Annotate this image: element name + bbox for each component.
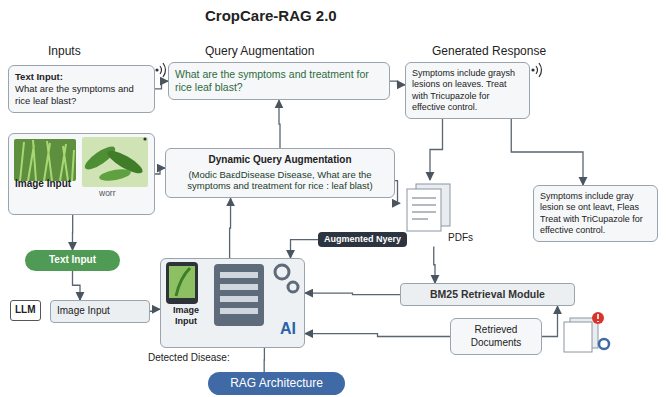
llm-badge: LLM — [10, 300, 41, 321]
flow-connector — [73, 271, 81, 301]
status-label: Detected Disease: — [148, 352, 230, 363]
phone-input: Image Input — [163, 261, 209, 328]
photo-ground — [14, 139, 76, 181]
alert-mark — [597, 314, 599, 322]
panel-fill — [8, 133, 155, 215]
flow-connector — [395, 181, 400, 204]
speaker-dot — [155, 68, 158, 71]
flow-connector — [390, 81, 405, 85]
retrieval-box: BM25 Retrieval Module — [400, 283, 575, 306]
photo-ground — [82, 137, 148, 187]
gear — [288, 282, 298, 292]
node-text: PDFs — [402, 232, 473, 245]
leaf — [176, 268, 190, 296]
phone-body — [166, 262, 198, 304]
flow-connector — [430, 119, 443, 180]
page — [407, 189, 441, 231]
response-box: Symptoms include graysh lesions on leave… — [405, 62, 530, 119]
flow-connector — [229, 198, 231, 258]
page — [564, 322, 592, 352]
node-text: Image Input — [57, 305, 143, 318]
node-text: AI — [221, 319, 296, 339]
input-box: Text Input:What are the symptoms and ric… — [8, 65, 155, 113]
pdf-icon — [407, 184, 450, 231]
flow-connector — [542, 306, 558, 336]
node-text: Text Input — [31, 254, 114, 267]
server-slot — [220, 308, 258, 314]
panel-fill — [160, 258, 305, 348]
server-icon — [214, 264, 298, 326]
augmentation-box: Dynamic Query Augmentation (Modic BaεdDis… — [165, 148, 395, 198]
input-pill: Text Input — [25, 250, 120, 271]
leaf — [98, 167, 131, 182]
flow-connector — [434, 247, 435, 284]
server-slot — [220, 296, 258, 302]
query-box: What are the symptoms and treatment for … — [168, 62, 390, 100]
flow-connector — [305, 334, 450, 337]
speaker-waves — [160, 63, 166, 77]
node-body: (Modic BaεdDisease Disease, What are the… — [172, 169, 388, 193]
documents-box: Retrieved Documents — [450, 318, 542, 355]
node-text: Image Input — [163, 305, 209, 328]
flow-connector — [150, 309, 160, 311]
query-tag: Augmented Nyery — [318, 232, 407, 247]
flow-connector — [155, 81, 168, 89]
phone-icon — [166, 262, 198, 304]
flow-connector — [279, 100, 280, 148]
gear — [275, 265, 289, 279]
server-body — [214, 264, 264, 326]
document-icon — [564, 312, 609, 352]
speaker-dot — [531, 68, 534, 71]
image-input-box: Image Inputworr — [8, 133, 155, 215]
leaf-photo — [82, 137, 148, 187]
flow-connector — [511, 119, 583, 185]
diagram-title: CropCare-RAG 2.0 — [205, 7, 337, 24]
page-lines — [412, 198, 436, 219]
node-text: Dynamic Query Augmentation — [172, 154, 388, 167]
phone-screen — [169, 266, 195, 298]
column-heading: Query Augmentation — [205, 44, 314, 58]
node-text: RAG Architecture — [214, 376, 339, 391]
grass-photo — [14, 139, 76, 181]
flow-connector — [264, 348, 266, 372]
response-box: Symptoms include gray lesion se ont leav… — [533, 185, 658, 242]
flow-connector — [305, 293, 400, 294]
node-body: worr — [99, 188, 148, 199]
flow-connector — [72, 215, 73, 250]
rag-core-box: AI Image Input — [160, 258, 305, 348]
node-text: Retrieved Documents — [457, 324, 535, 349]
node-text: What are the symptoms and treatment for … — [175, 68, 383, 94]
server-slot — [220, 272, 258, 278]
column-heading: Generated Response — [432, 44, 546, 58]
flow-connector — [291, 240, 319, 258]
architecture-pill: RAG Architecture — [208, 372, 345, 395]
gear — [599, 339, 609, 349]
flow-connector — [155, 168, 165, 174]
server-slot — [220, 284, 258, 290]
speaker-icon — [143, 63, 541, 141]
column-heading: Inputs — [48, 44, 81, 58]
alert-badge — [592, 312, 604, 324]
pdf-store: PDFs — [400, 180, 475, 247]
speaker-waves — [536, 63, 542, 77]
node-text: LLM — [15, 304, 36, 317]
input-pill: Image Input — [50, 300, 150, 323]
node-text: BM25 Retrieval Module — [407, 288, 568, 301]
node-text: Image Input — [15, 178, 148, 191]
grass-blades — [20, 140, 74, 181]
speaker-dot — [143, 137, 146, 140]
node-body: What are the symptoms and rice leaf blas… — [15, 83, 148, 107]
node-text: Text Input: — [15, 71, 148, 83]
node-text: Augmented Nyery — [324, 234, 401, 245]
node-text: Symptoms include graysh lesions on leave… — [412, 68, 523, 113]
node-text: Symptoms include gray lesion se ont leav… — [540, 191, 651, 236]
